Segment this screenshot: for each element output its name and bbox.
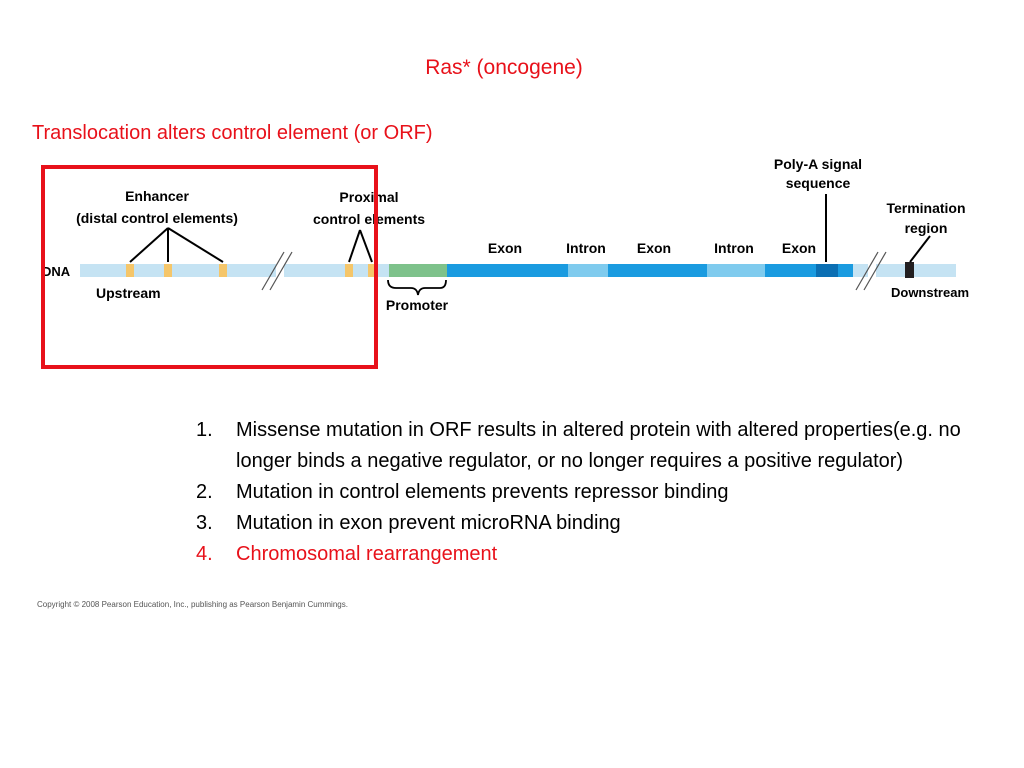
termination-pointer — [909, 235, 931, 263]
intron-label-1: Intron — [566, 240, 606, 256]
slide-subtitle: Translocation alters control element (or… — [32, 122, 433, 144]
polya-label-line2: sequence — [786, 175, 851, 191]
enhancer-pointer — [129, 227, 224, 263]
proximal-pointer — [348, 229, 373, 263]
list-item-number: 1. — [196, 419, 213, 441]
dna-strand-downstream — [876, 264, 956, 277]
proximal-element-2 — [368, 264, 376, 277]
termination-label-line2: region — [905, 220, 948, 236]
enhancer-element-2 — [164, 264, 172, 277]
enhancer-label-line2: (distal control elements) — [76, 210, 238, 226]
upstream-label: Upstream — [96, 285, 161, 301]
enhancer-element-3 — [219, 264, 227, 277]
slide-title: Ras* (oncogene) — [425, 56, 583, 79]
list-item-text: Mutation in exon prevent microRNA bindin… — [236, 512, 621, 534]
break-mark-left — [261, 251, 293, 291]
proximal-label-line2: control elements — [313, 211, 425, 227]
polya-label-line1: Poly-A signal — [774, 156, 862, 172]
dna-label: DNA — [42, 264, 71, 279]
promoter-label: Promoter — [386, 297, 449, 313]
exon-2 — [608, 264, 707, 277]
exon-3 — [765, 264, 853, 277]
intron-label-2: Intron — [714, 240, 754, 256]
proximal-label-line1: Proximal — [339, 189, 398, 205]
list-item: 1. Missense mutation in ORF results in a… — [196, 415, 1006, 477]
list-item: 2. Mutation in control elements prevents… — [196, 477, 1006, 508]
list-item-number: 3. — [196, 512, 213, 534]
termination-label-line1: Termination — [886, 200, 965, 216]
intron-2 — [707, 264, 765, 277]
intron-1 — [568, 264, 608, 277]
list-item-text: Chromosomal rearrangement — [236, 543, 498, 565]
exon-1 — [447, 264, 568, 277]
list-item-number: 2. — [196, 481, 213, 503]
exon-label-2: Exon — [637, 240, 671, 256]
list-item: 3. Mutation in exon prevent microRNA bin… — [196, 508, 1006, 539]
promoter-brace — [387, 279, 447, 296]
break-mark-right — [855, 251, 887, 291]
list-item-text: Mutation in control elements prevents re… — [236, 481, 729, 503]
list-item: 4. Chromosomal rearrangement — [196, 539, 1006, 570]
exon-label-1: Exon — [488, 240, 522, 256]
enhancer-label-line1: Enhancer — [125, 188, 189, 204]
polya-signal — [816, 264, 838, 277]
downstream-label: Downstream — [891, 285, 969, 300]
enhancer-element-1 — [126, 264, 134, 277]
termination-block — [905, 262, 914, 278]
gene-diagram: Enhancer (distal control elements) Proxi… — [41, 156, 969, 369]
list-item-number: 4. — [196, 543, 213, 565]
copyright-notice: Copyright © 2008 Pearson Education, Inc.… — [37, 600, 348, 609]
highlight-box — [41, 165, 378, 369]
list-item-text: Missense mutation in ORF results in alte… — [236, 419, 961, 472]
dna-strand-upstream — [80, 264, 276, 277]
proximal-element-1 — [345, 264, 353, 277]
exon-label-3: Exon — [782, 240, 816, 256]
promoter-region — [389, 264, 447, 277]
mutation-list: 1. Missense mutation in ORF results in a… — [196, 415, 1006, 570]
